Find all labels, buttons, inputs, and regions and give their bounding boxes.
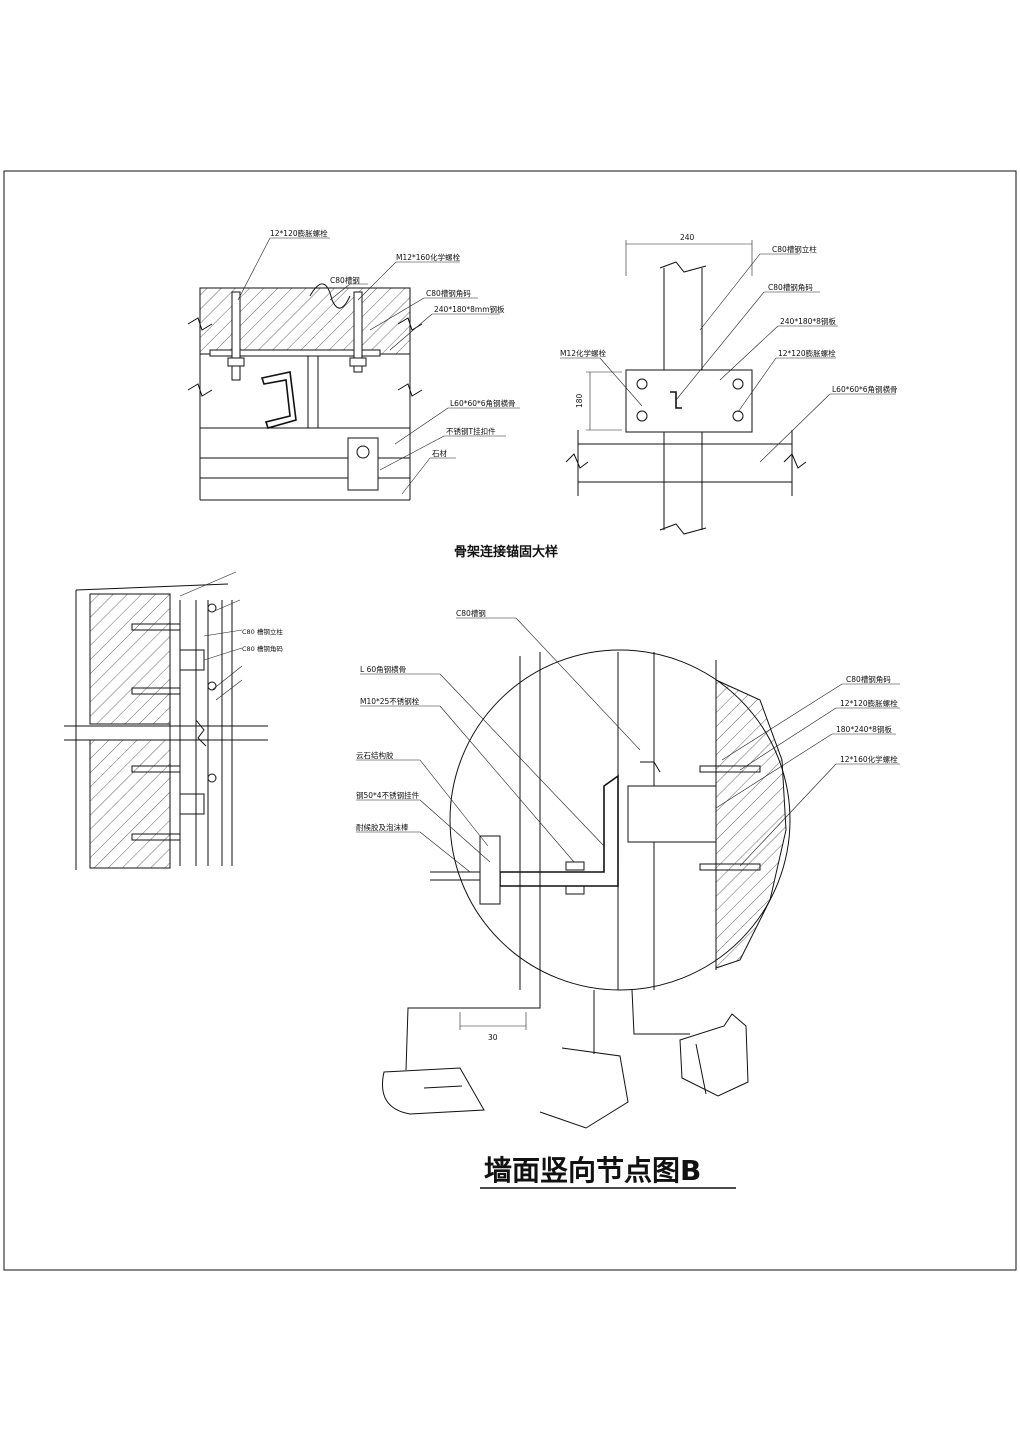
circle-detail [356, 617, 900, 1189]
label-plate: 240*180*8mm钢板 [434, 304, 505, 314]
bolt-nut [227, 357, 245, 367]
sketch-plate [539, 1047, 629, 1129]
angle-keel [499, 774, 619, 887]
label-expansion-bolt: 12*120膨胀螺栓 [270, 228, 328, 238]
stainless-clip [347, 437, 379, 491]
label-front-channel-post: C80槽钢立柱 [772, 244, 817, 254]
sketch-channel [679, 1013, 749, 1097]
stone-panel [479, 835, 501, 905]
break-line-icon [783, 453, 807, 469]
channel-box [627, 785, 717, 843]
label-front-expansion-bolt: 12*120膨胀螺栓 [778, 348, 836, 358]
channel-section [260, 371, 297, 429]
label-front-angle-keel: L60*60*6角钢横骨 [832, 384, 898, 394]
anchor-detail-caption: 骨架连接锚固大样 [454, 544, 558, 560]
sheet-title: 墙面竖向节点图B [484, 1154, 701, 1187]
weld-symbol-icon [640, 761, 661, 773]
label-front-channel-angle: C80槽钢角码 [768, 282, 813, 292]
label-window-channel-post: C80 槽钢立柱 [242, 627, 283, 636]
expansion-bolt [231, 291, 241, 381]
bolt-nut [349, 357, 367, 367]
break-line-icon [187, 317, 213, 331]
break-line-icon [565, 453, 589, 469]
break-line-icon [309, 283, 351, 309]
label-circle-stainless-pendant: 钢50*4不锈钢挂件 [356, 790, 420, 800]
label-chemical-bolt: M12*160化学螺栓 [396, 252, 461, 262]
label-channel-angle: C80槽钢角码 [426, 288, 471, 298]
label-circle-channel-angle: C80槽钢角码 [846, 674, 891, 684]
wall-block-lower [89, 739, 171, 869]
dimension-240: 240 [680, 233, 695, 242]
label-channel: C80槽钢 [330, 275, 360, 285]
label-circle-plate: 180*240*8钢板 [836, 724, 892, 734]
label-circle-stone-adhesive: 云石结构胶 [356, 750, 394, 760]
anchor-side-section [187, 237, 520, 501]
wall-block-upper [89, 593, 171, 725]
chemical-bolt [353, 291, 363, 373]
break-line-icon [659, 261, 707, 273]
window-section [64, 571, 268, 870]
label-circle-chemical-bolt: 12*160化学螺栓 [840, 754, 898, 764]
sketch-roll [382, 1067, 485, 1115]
front-steel-plate [625, 369, 753, 433]
label-window-channel-angle: C80 槽钢角码 [242, 644, 283, 653]
sheet-border [3, 170, 1017, 1271]
break-line-icon [659, 523, 707, 535]
label-circle-stainless-bolt: M10*25不锈钢栓 [360, 696, 420, 706]
label-circle-expansion-bolt: 12*120膨胀螺栓 [840, 698, 898, 708]
label-stainless-clip: 不锈钢T挂扣件 [446, 426, 496, 436]
detail-circle [449, 649, 791, 991]
wall-hatch [715, 679, 787, 969]
label-stone: 石材 [432, 448, 447, 458]
break-line-icon [195, 719, 207, 747]
label-front-plate: 240*180*8钢板 [780, 316, 836, 326]
dimension-30: 30 [488, 1033, 498, 1042]
label-angle-keel: L60*60*6角钢横骨 [450, 398, 516, 408]
label-circle-channel: C80槽钢 [456, 608, 486, 618]
steel-plate [209, 349, 381, 357]
label-front-chemical-bolt: M12化学螺栓 [560, 348, 607, 358]
dimension-180: 180 [575, 393, 584, 408]
label-circle-sealant: 耐候胶及泡沫棒 [356, 822, 409, 832]
anchor-front-view [560, 240, 896, 535]
label-circle-angle-keel: L 60角钢横骨 [360, 664, 406, 674]
